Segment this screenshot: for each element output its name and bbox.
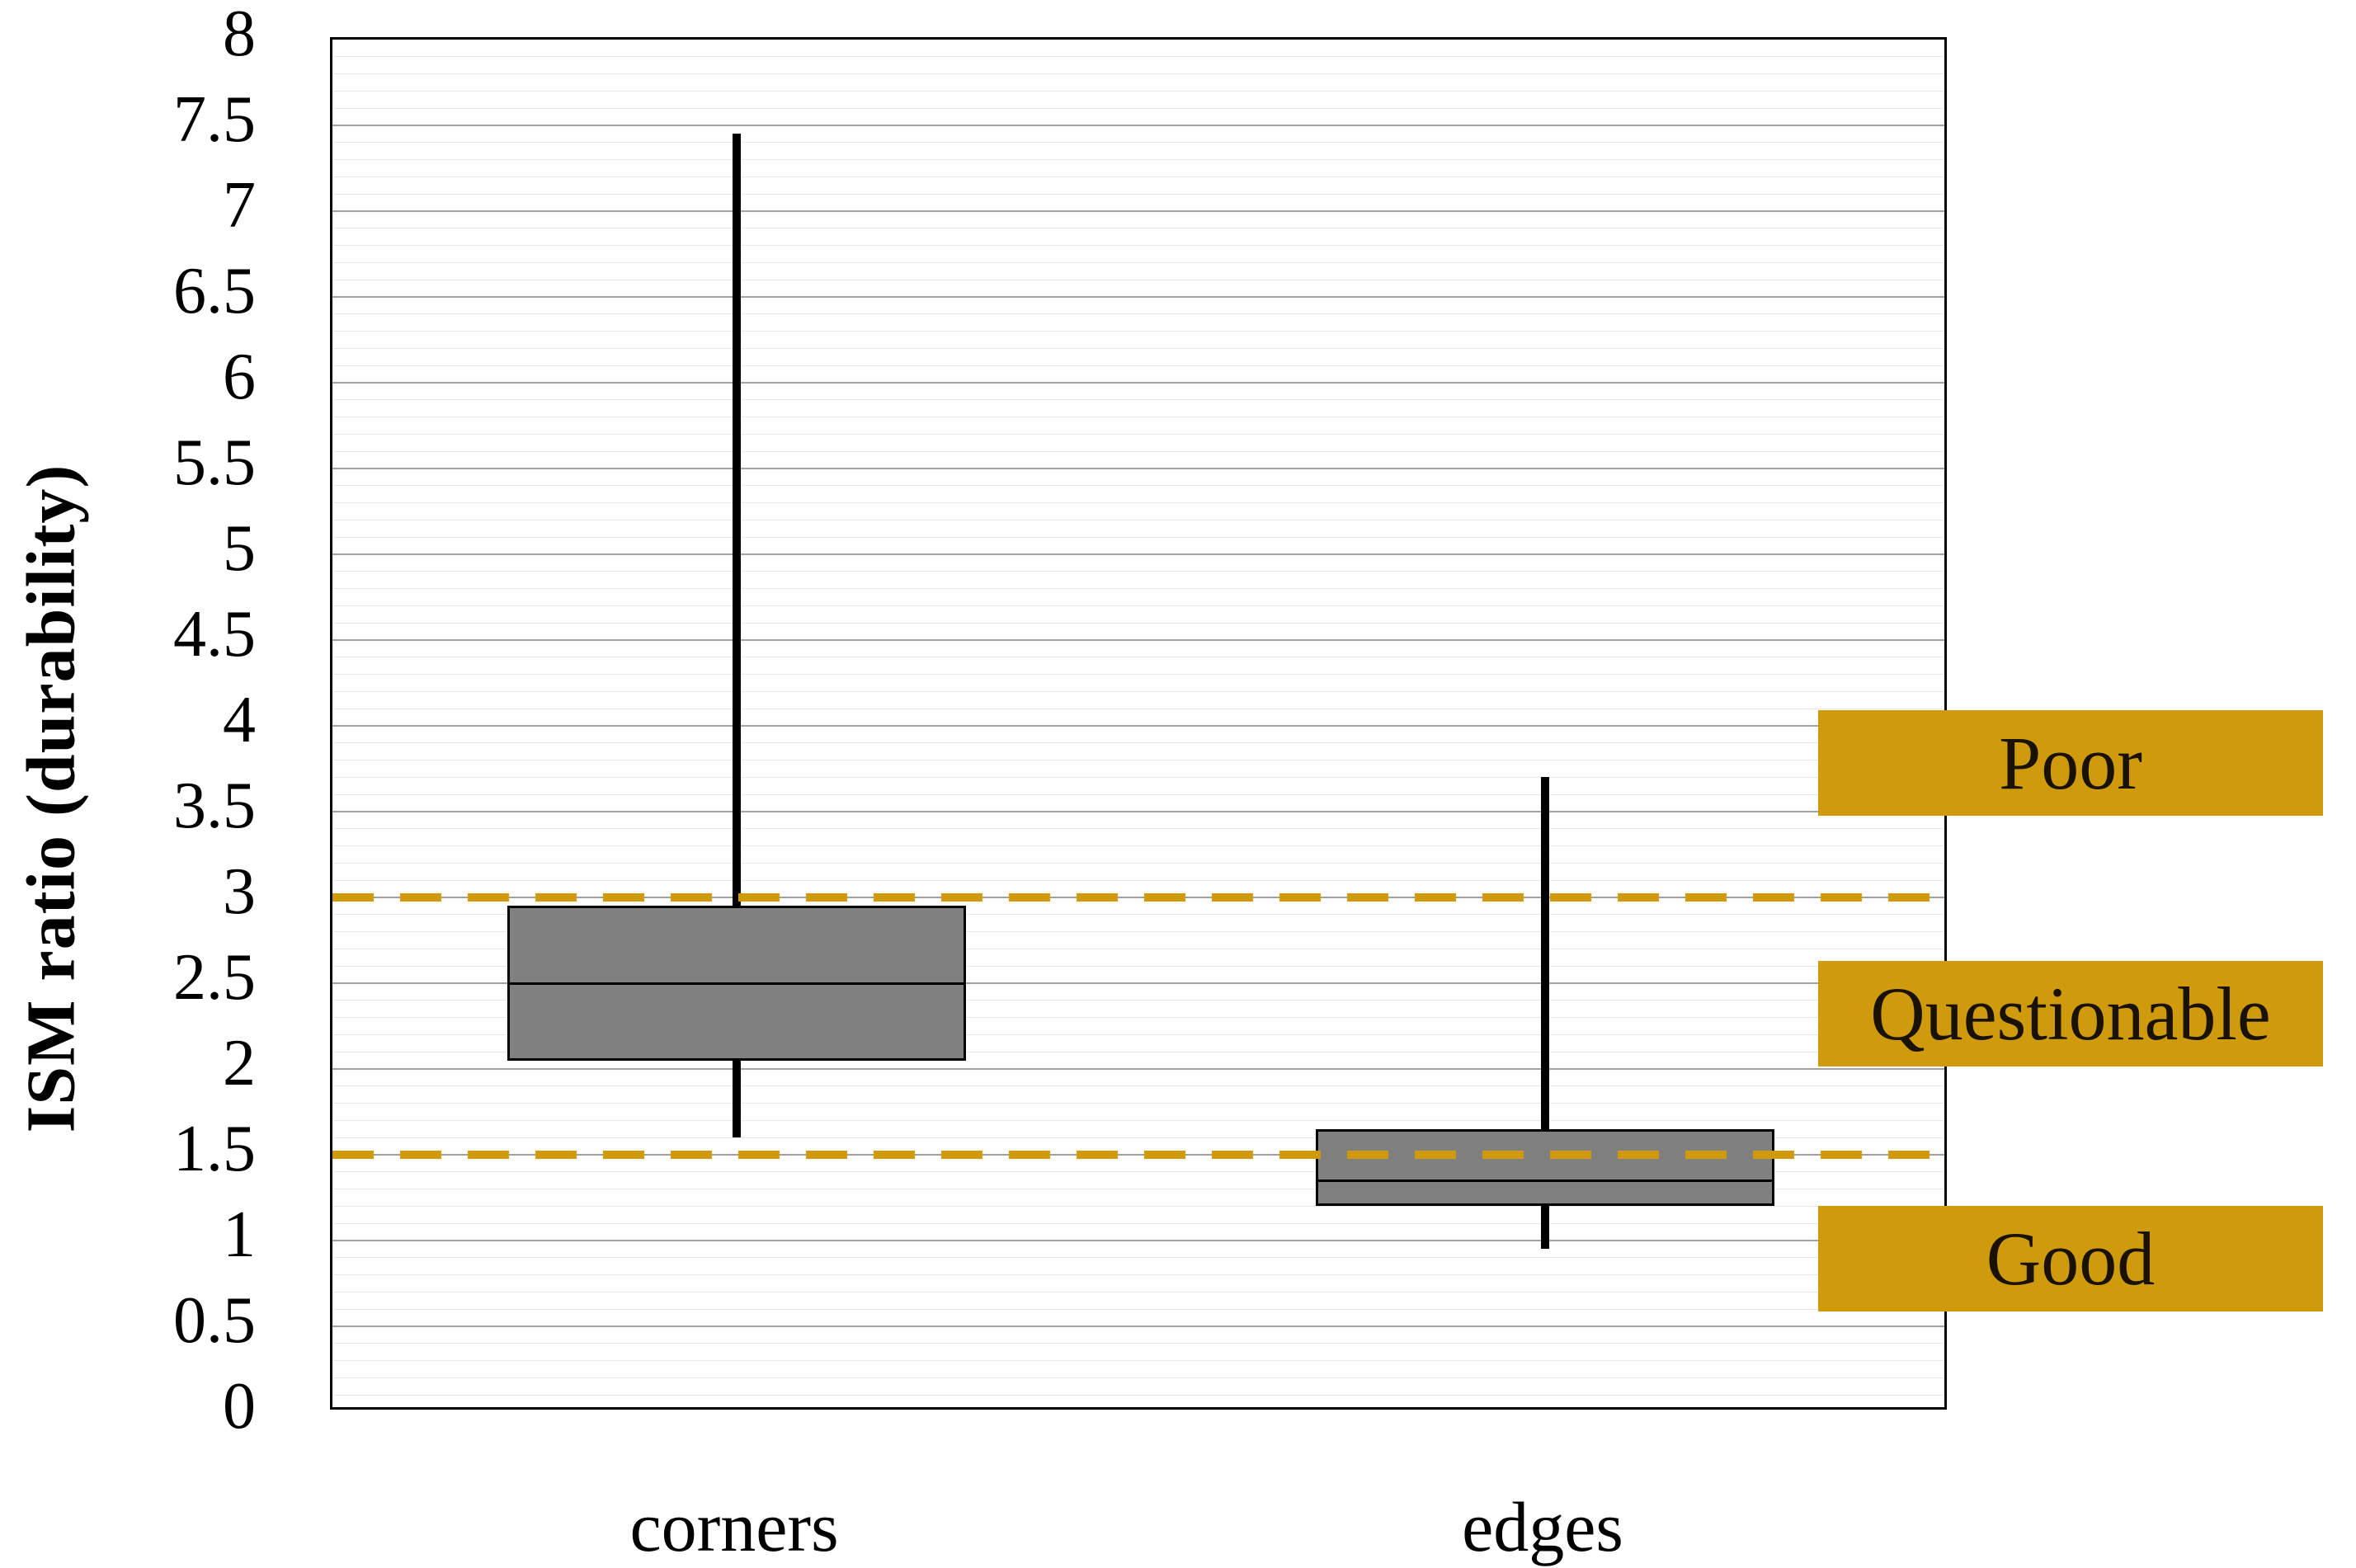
whisker-upper-corners [733, 134, 741, 906]
zone-label-good: Good [1818, 1205, 2323, 1311]
minor-gridline [332, 245, 1944, 247]
x-category-label-corners: corners [629, 1487, 839, 1566]
zone-label-poor: Poor [1818, 709, 2323, 816]
minor-gridline [332, 142, 1944, 144]
minor-gridline [332, 433, 1944, 435]
minor-gridline [332, 1017, 1944, 1019]
major-gridline [332, 811, 1944, 812]
minor-gridline [332, 1308, 1944, 1310]
whisker-upper-edges [1541, 777, 1549, 1129]
minor-gridline [332, 588, 1944, 590]
minor-gridline [332, 690, 1944, 692]
threshold-line-3 [332, 893, 1944, 902]
minor-gridline [332, 776, 1944, 778]
y-tick-label: 0 [223, 1370, 256, 1443]
major-gridline [332, 210, 1944, 212]
minor-gridline [332, 56, 1944, 58]
y-tick-label: 7 [223, 169, 256, 242]
minor-gridline [332, 485, 1944, 487]
minor-gridline [332, 536, 1944, 538]
minor-gridline [332, 1119, 1944, 1121]
minor-gridline [332, 879, 1944, 881]
minor-gridline [332, 1171, 1944, 1173]
y-tick-label: 1.5 [173, 1113, 256, 1185]
whisker-lower-edges [1541, 1206, 1549, 1250]
minor-gridline [332, 571, 1944, 572]
minor-gridline [332, 1377, 1944, 1378]
minor-gridline [332, 107, 1944, 109]
minor-gridline [332, 862, 1944, 864]
y-tick-label: 1 [223, 1198, 256, 1271]
minor-gridline [332, 159, 1944, 161]
minor-gridline [332, 193, 1944, 195]
y-tick-label: 4 [223, 684, 256, 756]
y-tick-label: 0.5 [173, 1284, 256, 1357]
minor-gridline [332, 931, 1944, 933]
minor-gridline [332, 742, 1944, 744]
plot-area [330, 37, 1947, 1410]
minor-gridline [332, 828, 1944, 830]
major-gridline [332, 125, 1944, 126]
minor-gridline [332, 347, 1944, 349]
major-gridline [332, 1326, 1944, 1327]
median-line-edges [1316, 1179, 1774, 1182]
y-tick-label: 6.5 [173, 255, 256, 327]
y-tick-label: 8 [223, 0, 256, 70]
minor-gridline [332, 313, 1944, 315]
y-tick-label: 3.5 [173, 770, 256, 842]
minor-gridline [332, 365, 1944, 366]
minor-gridline [332, 1343, 1944, 1344]
x-category-label-edges: edges [1462, 1487, 1623, 1566]
y-tick-label: 3 [223, 855, 256, 928]
box-edges [1316, 1128, 1774, 1207]
minor-gridline [332, 674, 1944, 676]
minor-gridline [332, 1222, 1944, 1224]
minor-gridline [332, 331, 1944, 332]
minor-gridline [332, 1103, 1944, 1104]
minor-gridline [332, 1274, 1944, 1276]
y-tick-label: 2.5 [173, 941, 256, 1014]
minor-gridline [332, 1291, 1944, 1293]
major-gridline [332, 1068, 1944, 1070]
y-tick-label: 4.5 [173, 598, 256, 671]
major-gridline [332, 1240, 1944, 1241]
minor-gridline [332, 1085, 1944, 1087]
y-tick-label: 7.5 [173, 83, 256, 156]
minor-gridline [332, 90, 1944, 92]
minor-gridline [332, 845, 1944, 847]
whisker-lower-corners [733, 1060, 741, 1138]
zone-label-questionable: Questionable [1818, 960, 2323, 1067]
y-tick-label: 5.5 [173, 426, 256, 499]
major-gridline [332, 553, 1944, 555]
minor-gridline [332, 1000, 1944, 1001]
minor-gridline [332, 793, 1944, 795]
minor-gridline [332, 1394, 1944, 1396]
y-tick-label: 6 [223, 341, 256, 413]
major-gridline [332, 725, 1944, 727]
threshold-line-1.5 [332, 1151, 1944, 1159]
minor-gridline [332, 965, 1944, 967]
minor-gridline [332, 399, 1944, 401]
minor-gridline [332, 73, 1944, 75]
minor-gridline [332, 622, 1944, 624]
minor-gridline [332, 261, 1944, 263]
minor-gridline [332, 1205, 1944, 1207]
major-gridline [332, 468, 1944, 469]
minor-gridline [332, 1360, 1944, 1362]
minor-gridline [332, 914, 1944, 916]
minor-gridline [332, 450, 1944, 452]
minor-gridline [332, 605, 1944, 606]
minor-gridline [332, 1257, 1944, 1259]
y-tick-label: 5 [223, 512, 256, 585]
y-tick-label: 2 [223, 1027, 256, 1099]
minor-gridline [332, 1137, 1944, 1138]
major-gridline [332, 982, 1944, 984]
major-gridline [332, 639, 1944, 641]
major-gridline [332, 382, 1944, 384]
median-line-corners [507, 982, 966, 985]
minor-gridline [332, 1034, 1944, 1035]
major-gridline [332, 296, 1944, 298]
minor-gridline [332, 502, 1944, 504]
